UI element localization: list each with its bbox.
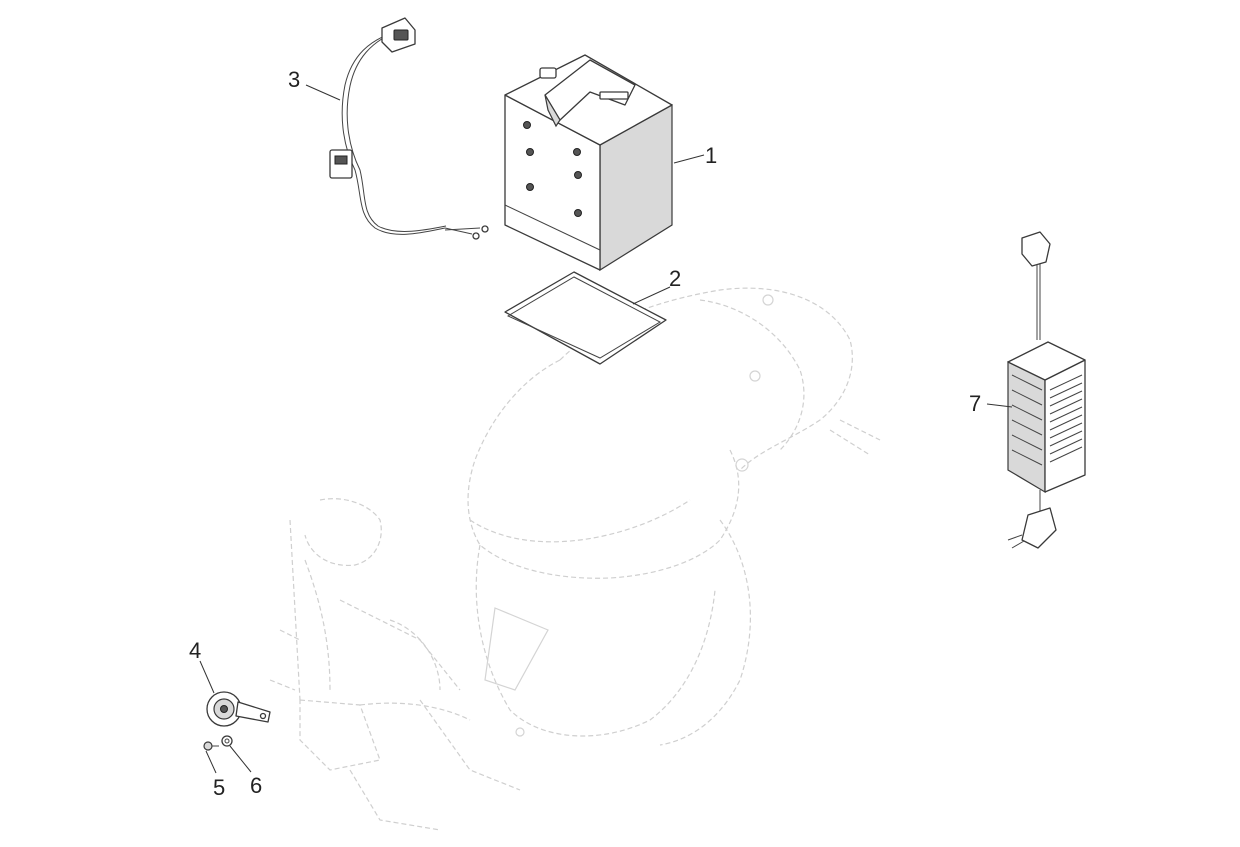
callout-label-1: 1 xyxy=(705,143,717,168)
battery-part xyxy=(504,54,673,272)
battery-charger-part xyxy=(1007,231,1086,549)
washer-part xyxy=(221,735,233,747)
callout-5: 5 xyxy=(205,750,225,800)
horn-part xyxy=(206,691,271,727)
wiring-harness-part xyxy=(329,17,489,240)
callout-4: 4 xyxy=(189,638,215,694)
charger-fins xyxy=(1011,374,1083,466)
screw-part xyxy=(203,741,219,751)
callout-label-6: 6 xyxy=(250,773,262,798)
callout-6: 6 xyxy=(229,745,262,798)
callout-label-5: 5 xyxy=(213,775,225,800)
callout-label-7: 7 xyxy=(969,391,981,416)
callout-label-4: 4 xyxy=(189,638,201,663)
callout-label-3: 3 xyxy=(288,67,300,92)
callout-1: 1 xyxy=(673,143,717,168)
battery-pad-part xyxy=(504,271,667,365)
callout-2: 2 xyxy=(632,266,681,305)
callout-7: 7 xyxy=(969,391,1013,416)
scooter-body-ghost xyxy=(269,287,881,831)
callout-label-2: 2 xyxy=(669,266,681,291)
callout-3: 3 xyxy=(288,67,341,101)
